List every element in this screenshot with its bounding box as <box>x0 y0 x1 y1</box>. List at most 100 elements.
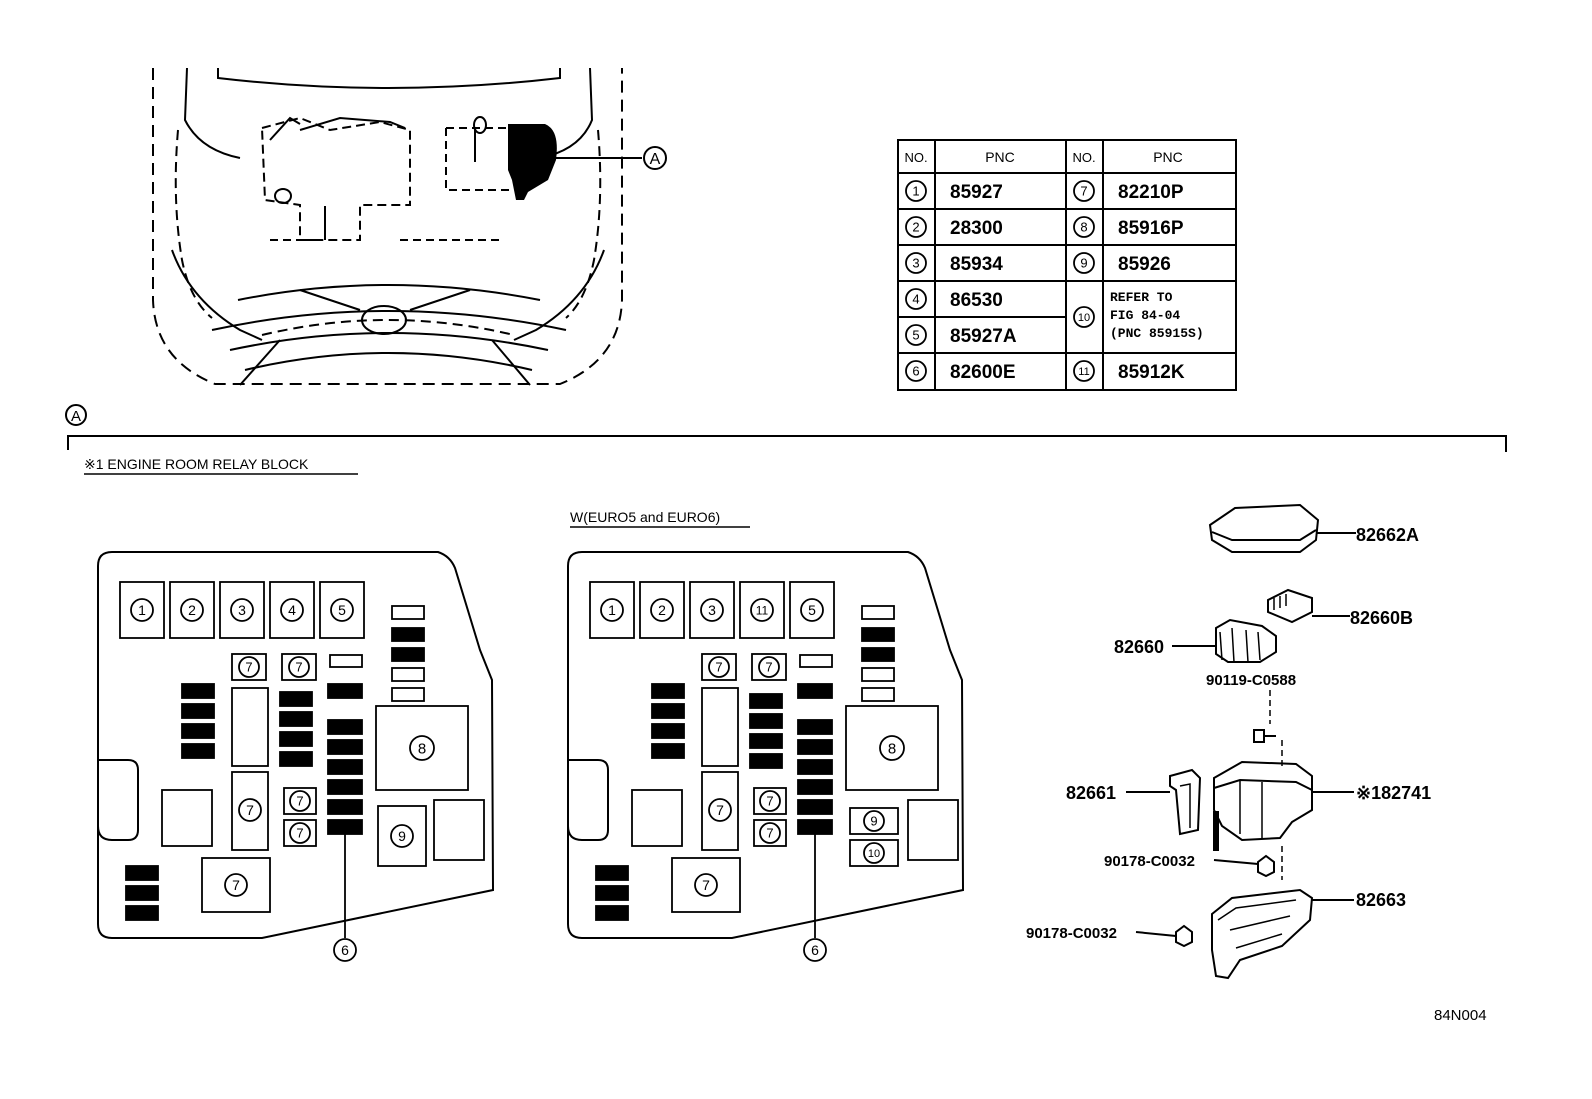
section-a-marker: A <box>65 404 87 426</box>
top-fuse-label-2: 2 <box>180 598 204 622</box>
relay-label-7: 7 <box>708 798 732 822</box>
relay-7-box <box>753 819 787 847</box>
table-row-pnc-10-line-3: (PNC 85915S) <box>1110 326 1204 341</box>
small-fuse <box>391 647 425 662</box>
fuse-column-6 <box>797 739 833 755</box>
top-fuse-label-1: 1 <box>130 598 154 622</box>
table-row-pnc-6: 82600E <box>950 362 1016 383</box>
table-row-pnc-2: 28300 <box>950 218 1003 239</box>
small-fuse <box>861 627 895 642</box>
svg-text:10: 10 <box>1078 312 1090 324</box>
table-row-pnc-7: 82210P <box>1118 182 1184 203</box>
top-fuse-5 <box>319 581 365 639</box>
svg-text:7: 7 <box>765 660 772 675</box>
fuse-left-stack <box>181 723 215 739</box>
small-fuse <box>391 605 425 620</box>
fuse-column-6 <box>797 759 833 775</box>
table-row-pnc-10-line-1: REFER TO <box>1110 290 1173 305</box>
part-82663-label: 82663 <box>1356 890 1406 910</box>
small-fuse <box>391 687 425 702</box>
fuse-left-stack <box>181 683 215 699</box>
fuse-bottom-left <box>125 865 159 881</box>
table-row-pnc-11: 85912K <box>1118 362 1185 383</box>
callout-6: 6 <box>333 938 357 962</box>
svg-text:9: 9 <box>398 828 406 844</box>
small-fuse <box>861 687 895 702</box>
top-fuse-5 <box>789 581 835 639</box>
relay-label-7: 7 <box>289 790 311 812</box>
part-82662A-label: 82662A <box>1356 525 1419 545</box>
relay-label-7: 7 <box>758 656 780 678</box>
svg-text:7: 7 <box>702 877 710 893</box>
top-fuse-label-5: 5 <box>800 598 824 622</box>
fuse-left-stack <box>651 703 685 719</box>
fuse-mid-stack <box>749 753 783 769</box>
small-fuse <box>391 667 425 682</box>
fuse-mid <box>797 683 833 699</box>
fuse-mid <box>327 683 363 699</box>
top-fuse-label-2: 2 <box>650 598 674 622</box>
table-row-no-2: 2 <box>905 216 927 238</box>
svg-text:7: 7 <box>1080 184 1087 199</box>
relay-7-box <box>701 653 737 681</box>
fuse-bottom-left <box>125 885 159 901</box>
fuse-column-6 <box>327 759 363 775</box>
svg-text:2: 2 <box>658 602 666 618</box>
table-row-pnc-3: 85934 <box>950 254 1003 275</box>
fuse-column-6 <box>327 779 363 795</box>
svg-text:9: 9 <box>870 814 877 829</box>
relay-9-box <box>377 805 427 867</box>
svg-text:1: 1 <box>912 184 919 199</box>
svg-text:7: 7 <box>715 660 722 675</box>
fuse-column-6 <box>327 719 363 735</box>
fuse-column-6 <box>327 819 363 835</box>
relay-7-box <box>283 787 317 815</box>
top-fuse-label-3: 3 <box>700 598 724 622</box>
svg-text:4: 4 <box>288 602 296 618</box>
table-row-no-8: 8 <box>1073 216 1095 238</box>
section-bracket-line <box>67 435 1507 452</box>
tall-relay-box <box>701 687 739 767</box>
fuse-column-6 <box>797 819 833 835</box>
fuse-column-6 <box>327 799 363 815</box>
tall-relay-box <box>231 687 269 767</box>
svg-text:9: 9 <box>1080 256 1087 271</box>
table-row-pnc-4: 86530 <box>950 290 1003 311</box>
svg-text:A: A <box>650 151 661 168</box>
table-row-no-9: 9 <box>1073 252 1095 274</box>
fuse-left-stack <box>651 683 685 699</box>
fuse-left-stack <box>651 723 685 739</box>
svg-text:A: A <box>71 408 81 425</box>
part-82660-label: 82660 <box>1114 637 1164 657</box>
svg-text:6: 6 <box>811 942 819 958</box>
fuse-column-6 <box>797 719 833 735</box>
relay-block-location <box>508 124 557 200</box>
empty-socket <box>433 799 485 861</box>
relay-7-tall-box <box>701 771 739 851</box>
table-header-no-right: NO. <box>1072 150 1095 165</box>
pnc-table <box>897 139 1237 391</box>
relay-label-8: 8 <box>879 735 905 761</box>
relay-7-box <box>281 653 317 681</box>
relay-7-box <box>751 653 787 681</box>
top-fuse-4 <box>739 581 785 639</box>
small-fuse <box>799 654 833 668</box>
exploded-parts <box>1126 503 1356 980</box>
fuse-mid-stack <box>279 691 313 707</box>
fuse-column-6 <box>327 739 363 755</box>
svg-text:8: 8 <box>1080 220 1087 235</box>
table-header-pnc-right: PNC <box>1153 149 1183 165</box>
svg-text:7: 7 <box>296 794 303 809</box>
top-fuse-label-1: 1 <box>600 598 624 622</box>
table-row-pnc-9: 85926 <box>1118 254 1171 275</box>
relay-7-box <box>231 653 267 681</box>
relay-label-7: 7 <box>694 873 718 897</box>
svg-text:7: 7 <box>295 660 302 675</box>
relay-7-box <box>753 787 787 815</box>
fuse-bottom-left <box>125 905 159 921</box>
top-fuse-1 <box>119 581 165 639</box>
small-fuse <box>329 654 363 668</box>
fuse-mid-stack <box>749 693 783 709</box>
